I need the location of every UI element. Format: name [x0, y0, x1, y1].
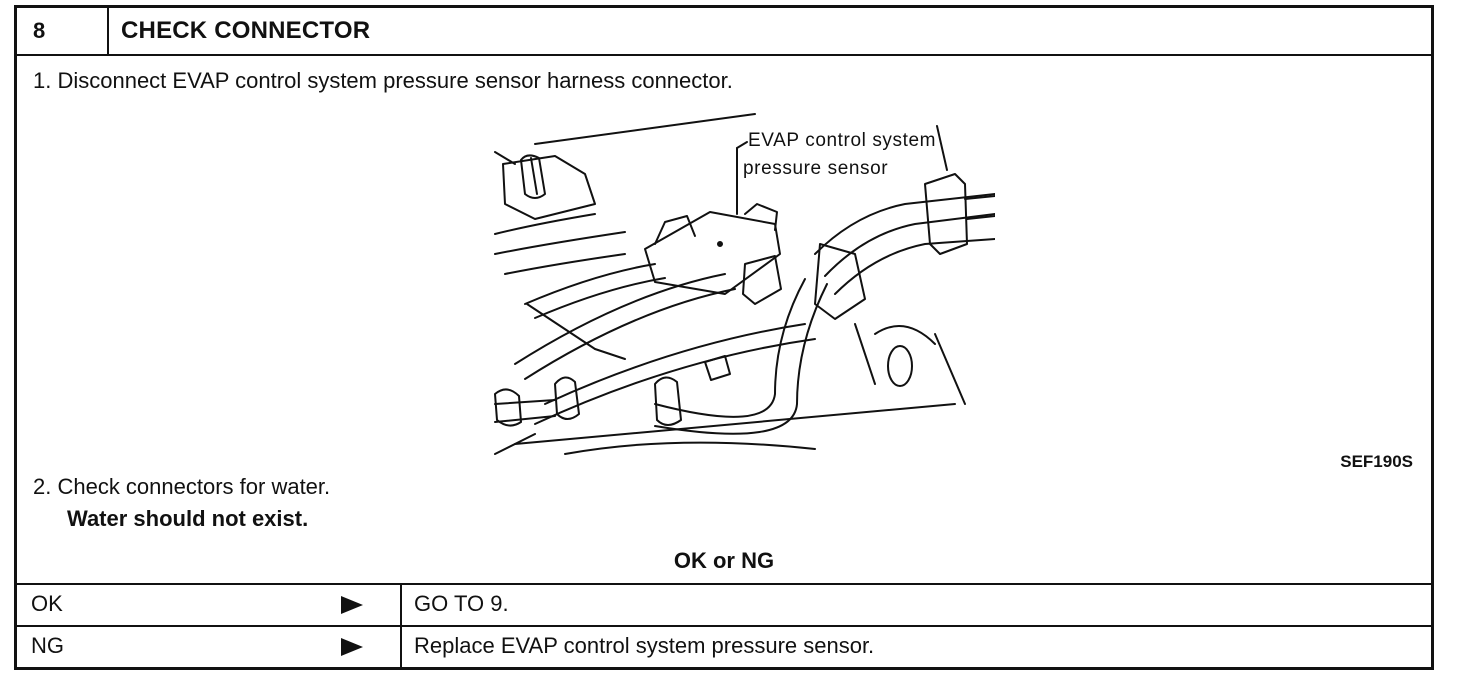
result-row-ng: NG Replace EVAP control system pressure … [17, 625, 1431, 667]
instruction-step-2-requirement: Water should not exist. [67, 506, 309, 531]
result-key: NG [31, 633, 64, 658]
figure-callout-line-2: pressure sensor [743, 158, 889, 179]
result-key-cell: OK [17, 585, 402, 625]
right-triangle-arrow-icon [341, 596, 363, 614]
sensor-illustration: EVAP control system pressure sensor [475, 104, 996, 468]
sensor-line-drawing [494, 113, 996, 455]
result-row-ok: OK GO TO 9. [17, 583, 1431, 625]
result-action: Replace EVAP control system pressure sen… [414, 633, 875, 658]
diagnostic-step-card: 8 CHECK CONNECTOR 1. Disconnect EVAP con… [14, 5, 1434, 670]
figure-code: SEF190S [1340, 452, 1413, 471]
step-title: CHECK CONNECTOR [121, 17, 371, 44]
step-header: 8 CHECK CONNECTOR [17, 8, 1431, 56]
result-key-cell: NG [17, 627, 402, 667]
result-key: OK [31, 591, 63, 616]
figure-callout-line-1: EVAP control system [748, 130, 937, 151]
step-number: 8 [17, 8, 109, 54]
result-action: GO TO 9. [414, 591, 509, 616]
instruction-step-2: 2. Check connectors for water. [33, 474, 331, 499]
right-triangle-arrow-icon [341, 638, 363, 656]
instruction-step-1: 1. Disconnect EVAP control system pressu… [33, 68, 733, 93]
result-header: OK or NG [673, 548, 775, 573]
